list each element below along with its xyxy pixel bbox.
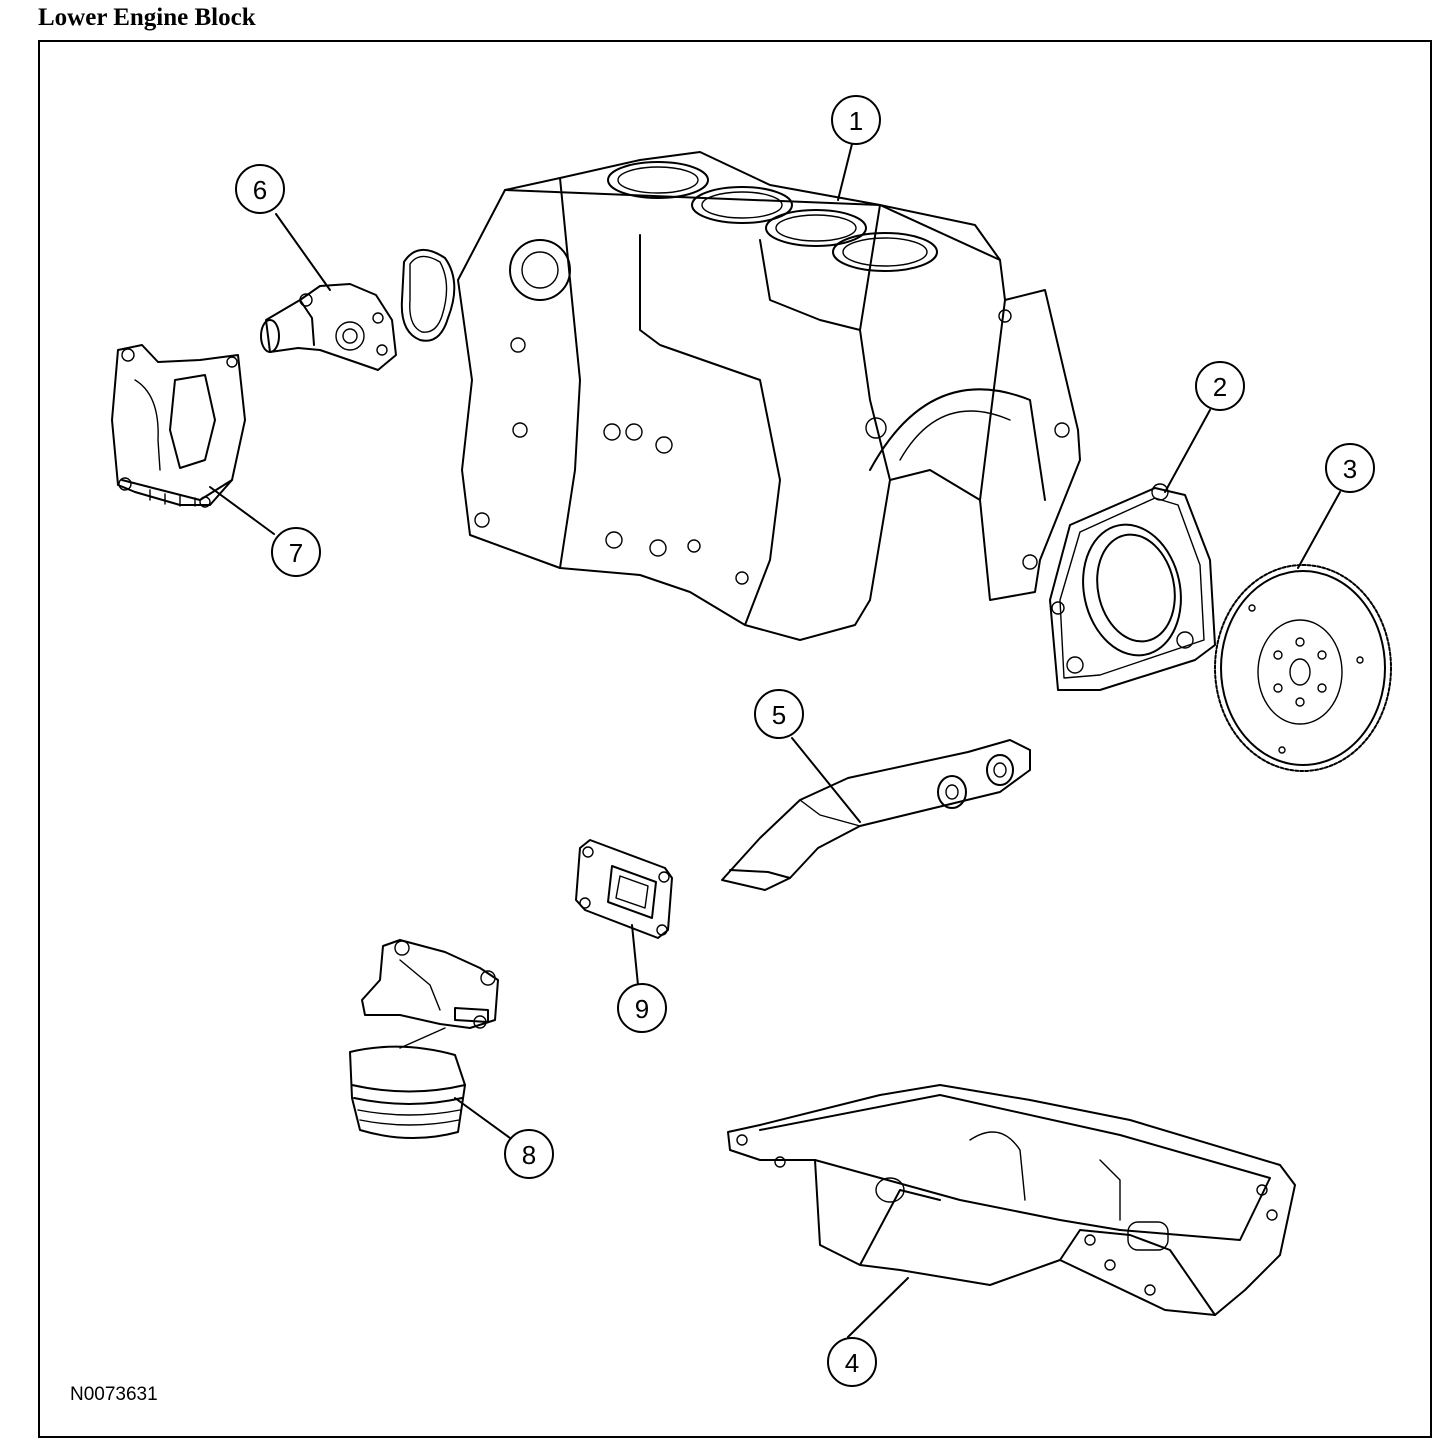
- leader-line-6: [275, 213, 331, 291]
- diagram-frame: [38, 40, 1432, 1438]
- callout-2: 2: [1195, 361, 1245, 411]
- callout-6: 6: [235, 164, 285, 214]
- leader-line-2: [1164, 409, 1211, 493]
- water-pump: [111, 344, 246, 508]
- figure-id: N0073631: [70, 1384, 158, 1405]
- svg-text:8: 8: [522, 1140, 536, 1170]
- oil-filter-adapter: [361, 939, 499, 1029]
- svg-text:6: 6: [253, 175, 267, 205]
- callout-3: 3: [1325, 443, 1375, 493]
- diagram-title: Lower Engine Block: [38, 4, 256, 31]
- oil-filter-adapter-gasket: [575, 839, 673, 939]
- svg-text:7: 7: [289, 538, 303, 568]
- leader-line-1: [837, 143, 853, 201]
- thermostat-gasket: [400, 249, 456, 342]
- oil-pan: [727, 1084, 1296, 1316]
- svg-text:4: 4: [845, 1348, 859, 1378]
- leader-line-9: [631, 924, 639, 986]
- rear-oil-seal-retainer: [1049, 483, 1216, 691]
- svg-text:3: 3: [1343, 454, 1357, 484]
- callout-9: 9: [617, 983, 667, 1033]
- callout-8: 8: [504, 1129, 554, 1179]
- leader-line-3: [1297, 491, 1341, 569]
- callout-7: 7: [271, 527, 321, 577]
- leader-line-8: [454, 1097, 511, 1139]
- callout-5: 5: [754, 689, 804, 739]
- cylinder-block: [457, 151, 1081, 641]
- svg-text:2: 2: [1213, 372, 1227, 402]
- leader-line-5: [791, 737, 861, 823]
- callout-4: 4: [827, 1337, 877, 1387]
- svg-text:9: 9: [635, 994, 649, 1024]
- flexplate: [1214, 564, 1392, 772]
- svg-text:5: 5: [772, 700, 786, 730]
- thermostat-housing: [260, 283, 397, 371]
- leader-line-7: [209, 486, 275, 535]
- svg-text:1: 1: [849, 106, 863, 136]
- callout-1: 1: [831, 95, 881, 145]
- leader-lines: [209, 143, 1341, 1338]
- oil-filter: [349, 1027, 466, 1140]
- leader-line-4: [847, 1277, 909, 1338]
- oil-pump-pickup-tube: [721, 739, 1031, 891]
